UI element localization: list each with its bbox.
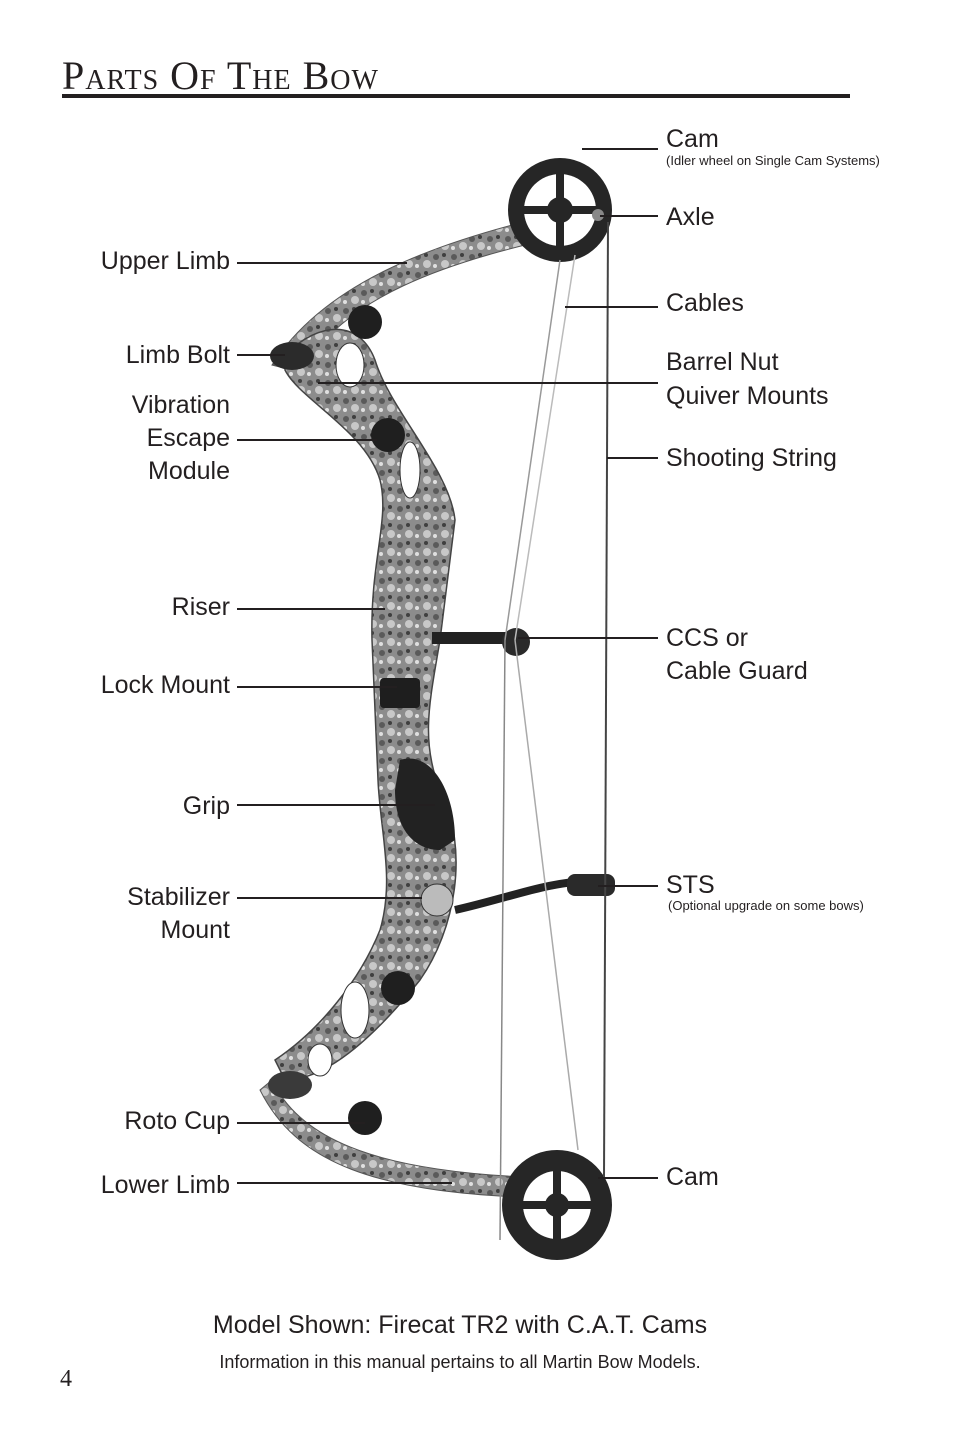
label-ccs-line1: CCS or: [666, 624, 748, 652]
riser-shape: [274, 328, 457, 1081]
label-sts-note: (Optional upgrade on some bows): [668, 898, 864, 913]
label-upper-limb: Upper Limb: [100, 247, 230, 275]
label-riser: Riser: [171, 593, 230, 621]
label-stabilizer-line2: Mount: [160, 916, 230, 944]
label-roto-cup: Roto Cup: [124, 1107, 230, 1135]
leader-barrel-nut: [318, 382, 658, 384]
label-stabilizer-line1: Stabilizer: [127, 883, 230, 911]
label-grip: Grip: [182, 792, 230, 820]
info-caption: Information in this manual pertains to a…: [219, 1352, 701, 1372]
label-limb-bolt: Limb Bolt: [125, 341, 230, 369]
title-underline: [62, 94, 850, 98]
label-cables: Cables: [666, 289, 744, 317]
label-vibration-line2: Escape: [146, 424, 230, 452]
leader-roto-cup: [237, 1122, 365, 1124]
leader-cam-top: [582, 148, 658, 150]
label-barrel-nut: Barrel Nut: [666, 348, 779, 376]
page-number: 4: [60, 1366, 72, 1392]
model-caption: Model Shown: Firecat TR2 with C.A.T. Cam…: [212, 1311, 708, 1339]
page-title: Parts Of The Bow: [62, 53, 379, 98]
label-cam-top: Cam: [666, 125, 719, 153]
leader-ccs: [518, 637, 658, 639]
leader-lower-limb: [237, 1182, 452, 1184]
label-cam-top-note: (Idler wheel on Single Cam Systems): [666, 153, 880, 168]
leader-stabilizer: [237, 897, 422, 899]
leader-lock-mount: [237, 686, 397, 688]
label-ccs-line2: Cable Guard: [666, 657, 808, 685]
leader-upper-limb: [237, 262, 407, 264]
leader-cables: [565, 306, 658, 308]
leader-grip: [237, 804, 435, 806]
leader-cam-bottom: [598, 1177, 658, 1179]
leader-shooting-string: [607, 457, 658, 459]
label-axle: Axle: [666, 203, 715, 231]
leader-riser: [237, 608, 385, 610]
leader-vibration: [237, 439, 377, 441]
leader-axle: [600, 215, 658, 217]
label-cam-bottom: Cam: [666, 1163, 719, 1191]
label-vibration-line3: Module: [148, 457, 230, 485]
label-sts: STS: [666, 871, 715, 899]
leader-limb-bolt: [237, 354, 285, 356]
label-vibration-line1: Vibration: [131, 391, 230, 419]
label-quiver-mounts: Quiver Mounts: [666, 382, 829, 410]
label-lower-limb: Lower Limb: [100, 1171, 230, 1199]
label-lock-mount: Lock Mount: [100, 671, 230, 699]
leader-sts: [598, 885, 658, 887]
label-shooting-string: Shooting String: [666, 444, 837, 472]
